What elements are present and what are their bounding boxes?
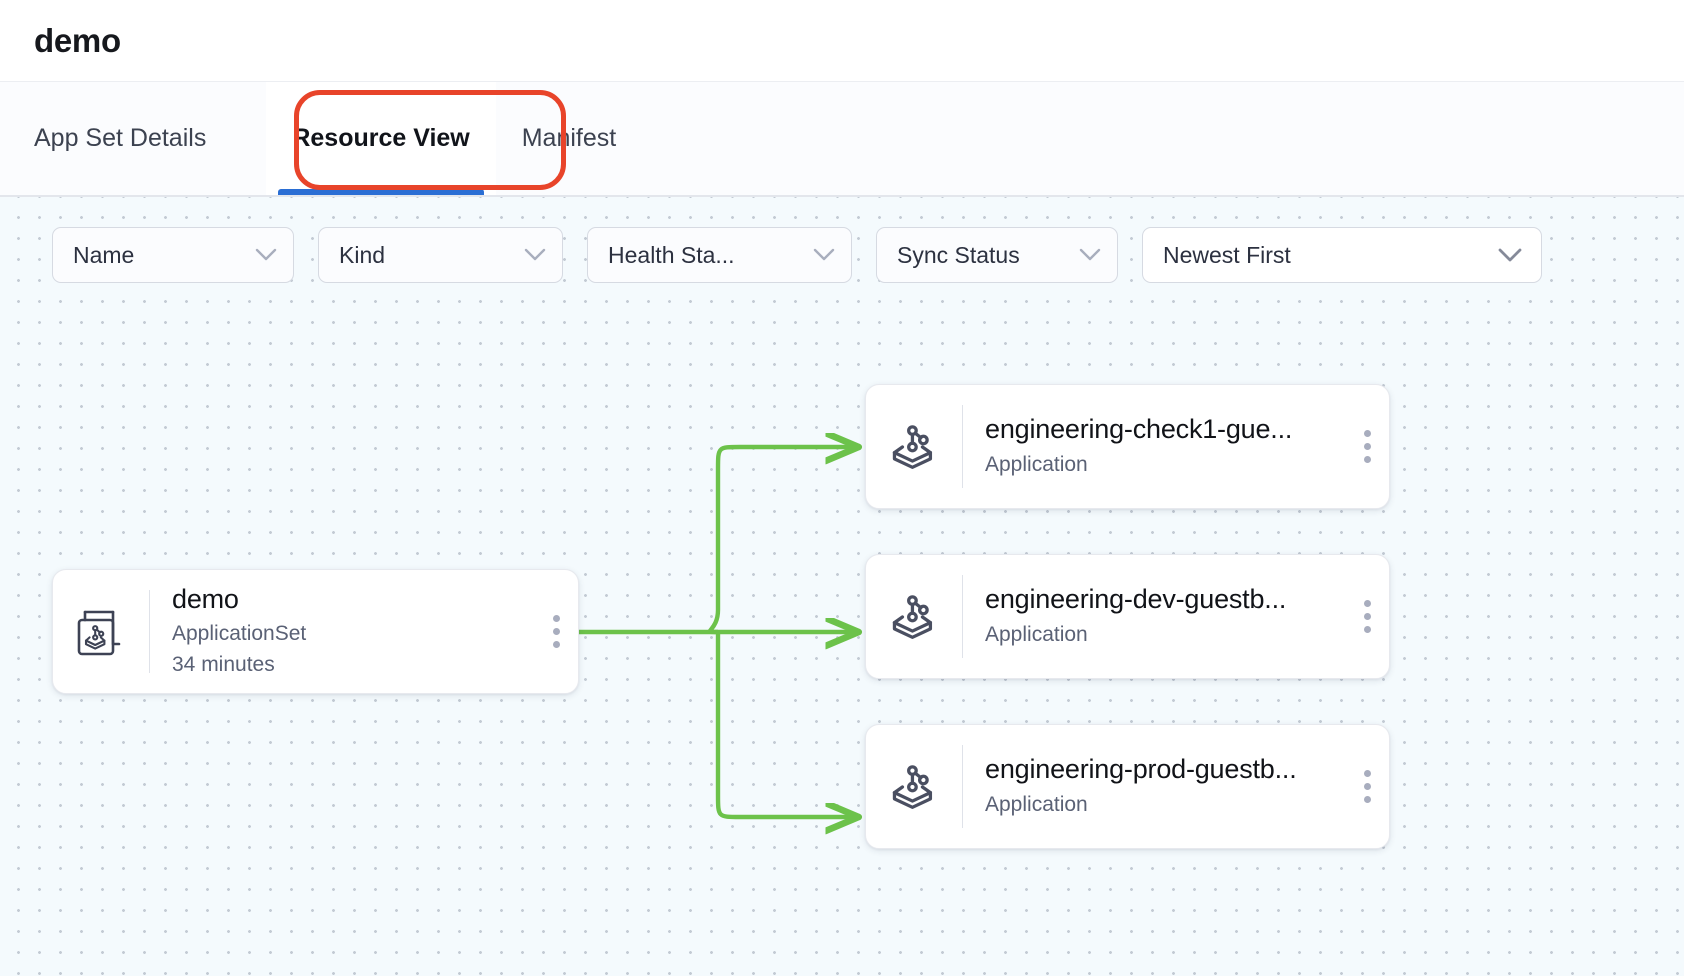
filter-name-label: Name	[73, 241, 135, 268]
chevron-down-icon	[524, 248, 546, 262]
filter-toolbar: Name Kind Health Sta... Sync Status	[52, 227, 1542, 283]
chevron-down-icon	[1497, 247, 1523, 263]
tab-manifest[interactable]: Manifest	[496, 82, 642, 195]
node-age: 34 minutes	[172, 652, 275, 676]
filter-sync-status-label: Sync Status	[897, 241, 1020, 268]
tab-app-set-details[interactable]: App Set Details	[34, 82, 232, 195]
kebab-menu-icon[interactable]	[534, 570, 578, 693]
filter-health-status-label: Health Sta...	[608, 241, 735, 268]
node-name: engineering-prod-guestb...	[985, 753, 1297, 784]
filter-health-status-select[interactable]: Health Sta...	[587, 227, 852, 283]
node-divider	[962, 405, 963, 488]
filter-sort-order-select[interactable]: Newest First	[1142, 227, 1542, 283]
kebab-menu-icon[interactable]	[1345, 725, 1389, 848]
page-header: demo	[0, 0, 1684, 82]
node-name: engineering-dev-guestb...	[985, 583, 1287, 614]
graph-node-application[interactable]: engineering-check1-gue... Application	[865, 384, 1390, 509]
node-name: demo	[172, 583, 239, 614]
chevron-down-icon	[1079, 248, 1101, 262]
filter-name-select[interactable]: Name	[52, 227, 294, 283]
node-name: engineering-check1-gue...	[985, 413, 1293, 444]
filter-kind-select[interactable]: Kind	[318, 227, 563, 283]
graph-node-applicationset[interactable]: demo ApplicationSet 34 minutes	[52, 569, 579, 694]
graph-node-application[interactable]: engineering-prod-guestb... Application	[865, 724, 1390, 849]
node-kind: Application	[985, 792, 1088, 816]
node-content: engineering-dev-guestb... Application	[963, 583, 1345, 650]
application-icon	[866, 592, 962, 642]
resource-graph-canvas[interactable]: Name Kind Health Sta... Sync Status	[0, 196, 1684, 976]
node-divider	[962, 575, 963, 658]
tab-bar: App Set Details Resource View Manifest	[0, 82, 1684, 196]
node-content: demo ApplicationSet 34 minutes	[150, 583, 534, 681]
tab-resource-view[interactable]: Resource View	[266, 82, 496, 195]
graph-node-application[interactable]: engineering-dev-guestb... Application	[865, 554, 1390, 679]
filter-kind-label: Kind	[339, 241, 386, 268]
node-kind: Application	[985, 622, 1088, 646]
application-icon	[866, 422, 962, 472]
node-divider	[149, 590, 150, 673]
filter-sort-order-label: Newest First	[1163, 241, 1291, 268]
node-content: engineering-prod-guestb... Application	[963, 753, 1345, 820]
kebab-menu-icon[interactable]	[1345, 555, 1389, 678]
filter-sync-status-select[interactable]: Sync Status	[876, 227, 1118, 283]
applicationset-icon	[53, 604, 149, 660]
node-content: engineering-check1-gue... Application	[963, 413, 1345, 480]
node-kind: Application	[985, 452, 1088, 476]
application-icon	[866, 762, 962, 812]
node-kind: ApplicationSet	[172, 622, 307, 646]
page-title: demo	[34, 21, 121, 59]
chevron-down-icon	[255, 248, 277, 262]
chevron-down-icon	[813, 248, 835, 262]
kebab-menu-icon[interactable]	[1345, 385, 1389, 508]
node-divider	[962, 745, 963, 828]
